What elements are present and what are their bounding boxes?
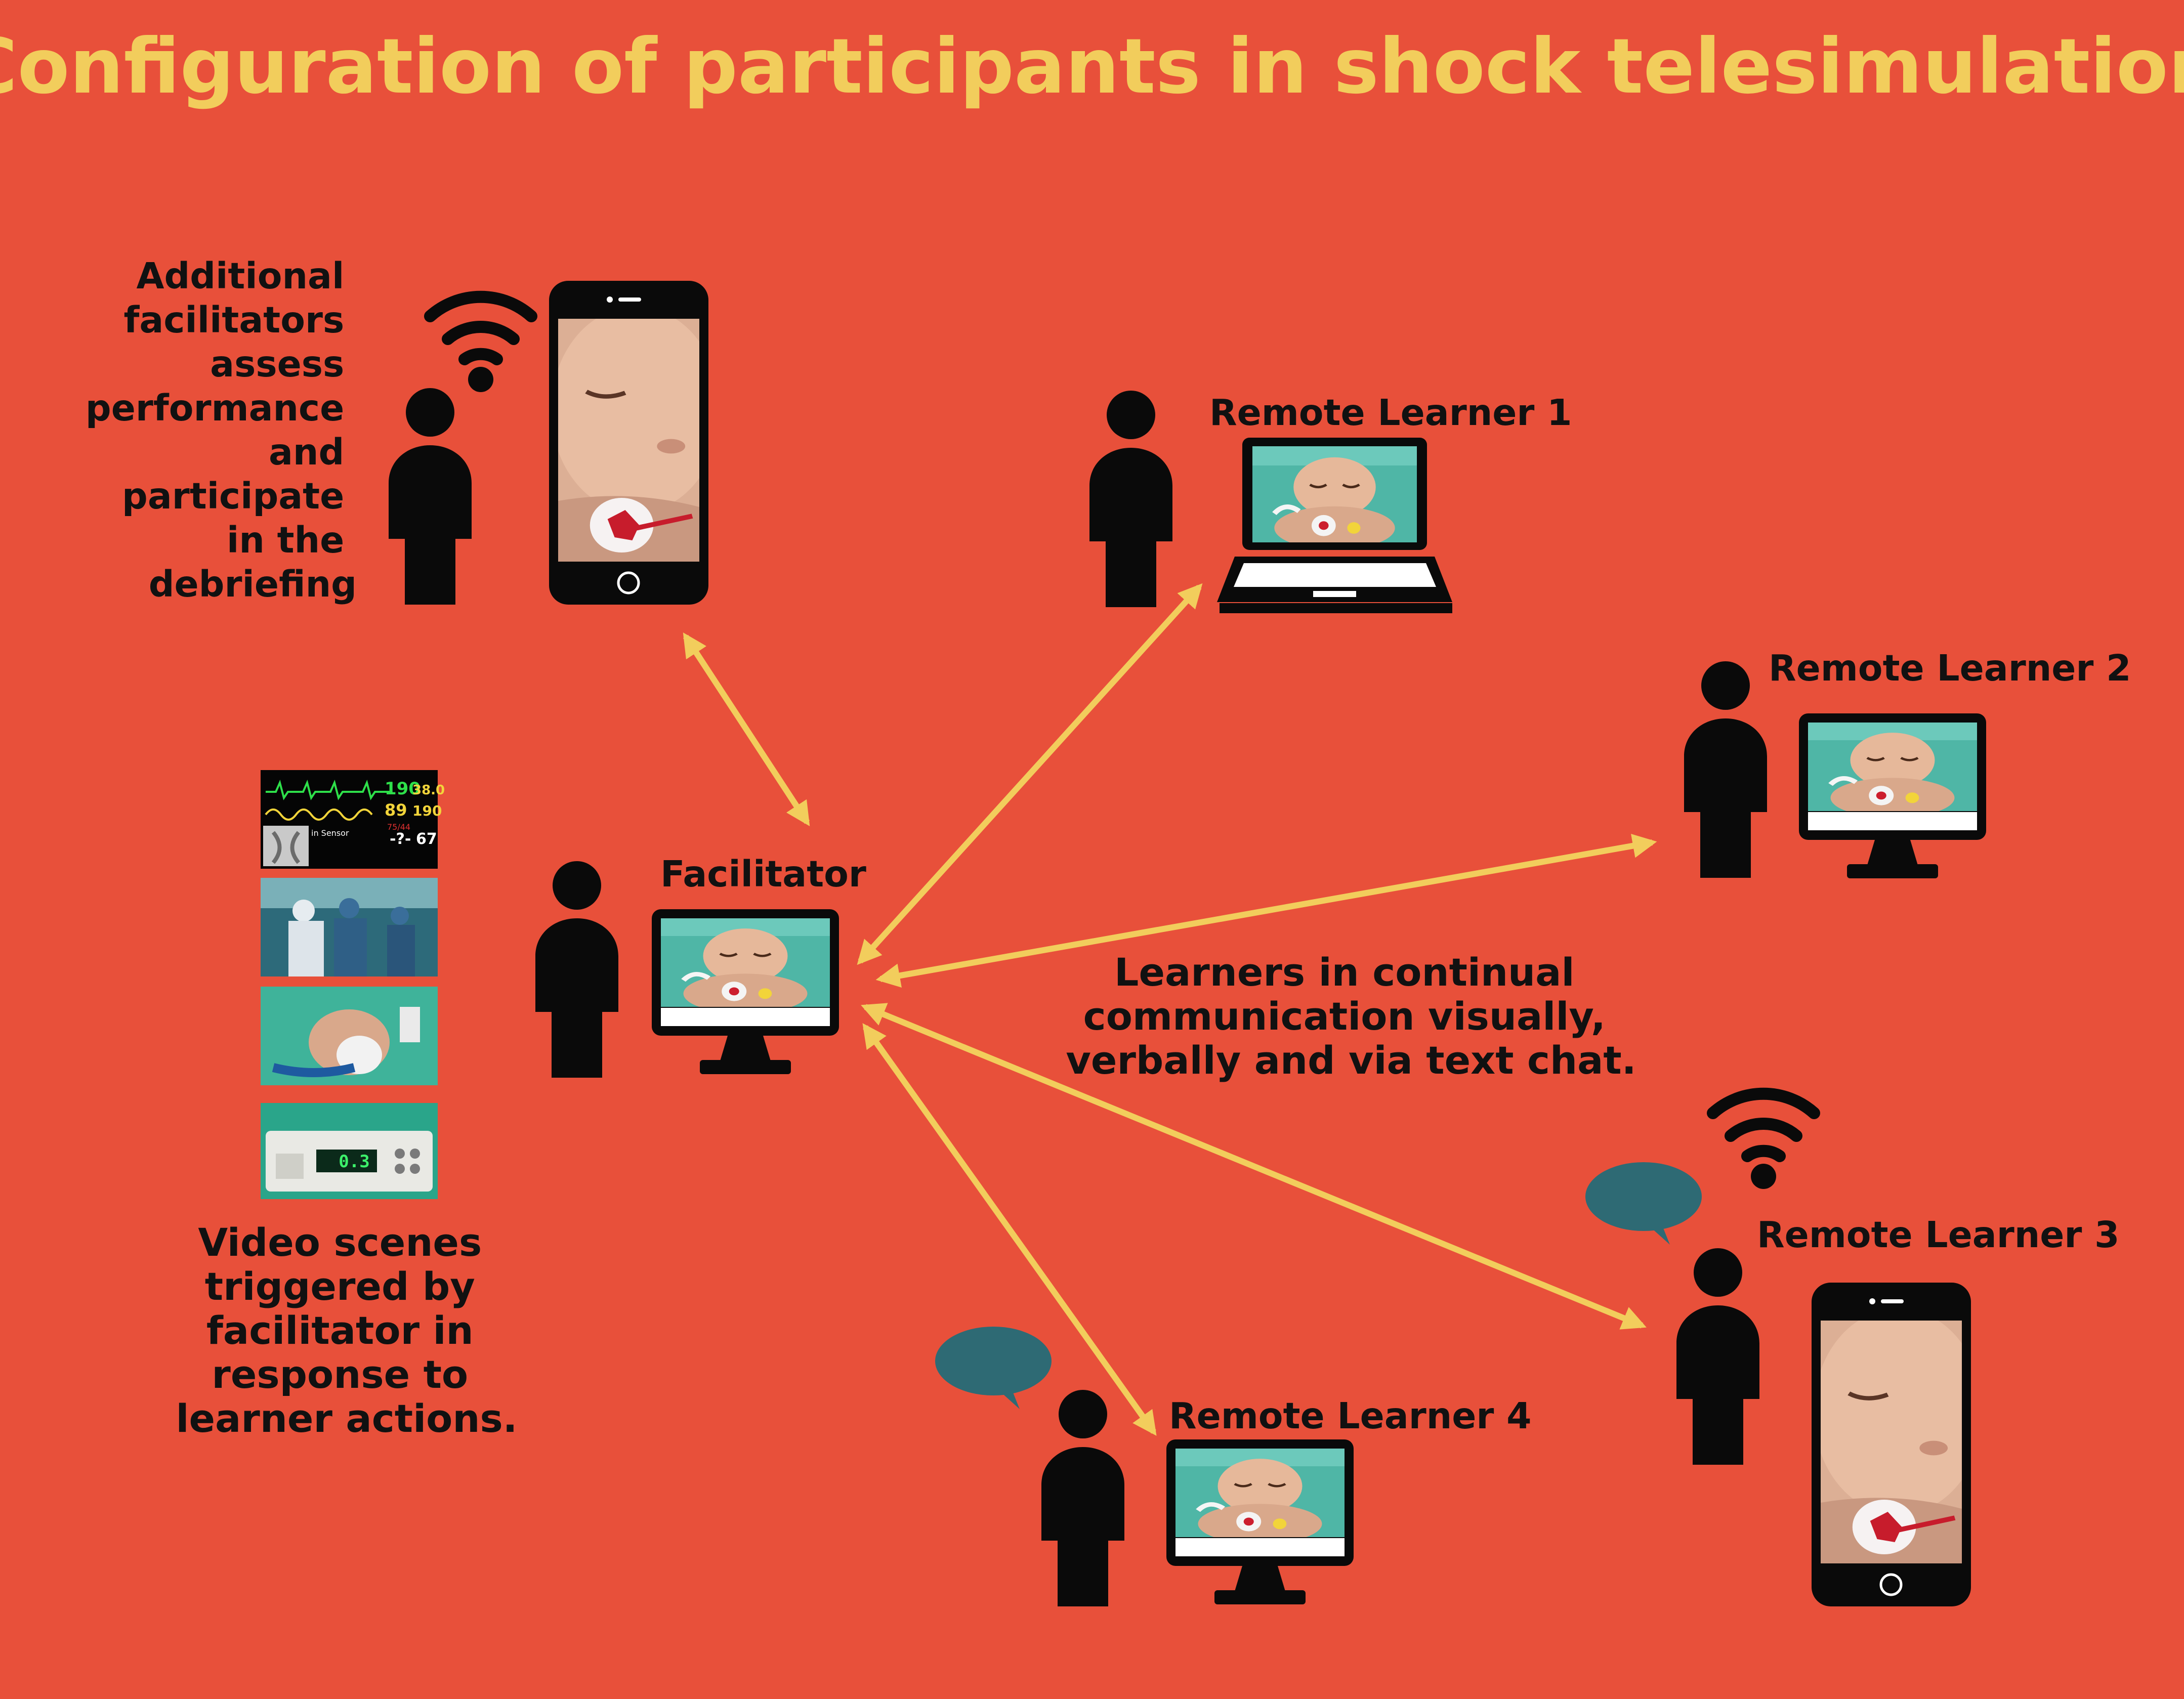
desktop-monitor-icon <box>652 909 839 1074</box>
video-scene-infusion-pump: 0.3 <box>261 1103 438 1199</box>
facilitator-group: Facilitator <box>535 853 866 1078</box>
diagram-title: Configuration of participants in shock t… <box>0 23 2184 111</box>
chat-bubble-icon <box>935 1327 1052 1409</box>
video-scene-thumbnails: 190 38.0 89 190 75/44 in Sensor -?- 67 <box>261 770 445 1199</box>
remote-learner-3-group: Remote Learner 3 <box>1585 1094 2120 1606</box>
arrow-facilitator-additional <box>683 632 810 827</box>
rr-readout: 67 <box>416 830 437 848</box>
connection-arrows <box>683 583 1657 1436</box>
arrow-facilitator-learner-4 <box>862 1023 1157 1436</box>
temp-readout: 38.0 <box>412 783 445 798</box>
pump-readout: 0.3 <box>339 1152 369 1172</box>
video-scenes-note: Video scenes triggered by facilitator in… <box>176 1220 517 1441</box>
smartphone-icon <box>1812 1283 1971 1606</box>
arrow-facilitator-learner-1 <box>857 583 1203 965</box>
person-icon <box>1089 391 1172 607</box>
smartphone-icon <box>549 281 708 605</box>
person-icon <box>389 388 472 605</box>
arrow-facilitator-learner-2 <box>875 834 1657 988</box>
person-icon <box>1684 661 1767 878</box>
wifi-icon <box>430 297 531 392</box>
wifi-icon <box>1713 1094 1814 1189</box>
remote-learner-2-label: Remote Learner 2 <box>1769 647 2131 689</box>
person-icon <box>1041 1390 1124 1606</box>
chat-bubble-icon <box>1585 1162 1702 1245</box>
laptop-icon <box>1217 438 1452 613</box>
additional-facilitators-label: Additional facilitators assess performan… <box>86 255 357 605</box>
remote-learner-4-group: Remote Learner 4 <box>935 1327 1532 1606</box>
video-scene-vital-monitor: 190 38.0 89 190 75/44 in Sensor -?- 67 <box>261 770 445 869</box>
video-scene-icu-staff <box>261 878 438 976</box>
remote-learner-1-group: Remote Learner 1 <box>1089 391 1572 613</box>
spo2-readout: -?- <box>390 830 411 848</box>
bp-right-readout: 190 <box>412 802 442 819</box>
facilitator-label: Facilitator <box>660 853 866 895</box>
person-icon <box>535 861 618 1078</box>
desktop-monitor-icon <box>1799 713 1986 878</box>
sensor-text: in Sensor <box>311 828 349 838</box>
desktop-monitor-icon <box>1166 1439 1354 1604</box>
video-scene-oxygen-mask <box>261 987 438 1085</box>
remote-learner-4-label: Remote Learner 4 <box>1169 1395 1532 1437</box>
additional-facilitators-group: Additional facilitators assess performan… <box>86 255 708 605</box>
communication-note: Learners in continual communication visu… <box>1066 950 1636 1083</box>
bp-small-readout: 75/44 <box>387 822 410 832</box>
remote-learner-2-group: Remote Learner 2 <box>1684 647 2131 878</box>
person-icon <box>1676 1248 1759 1465</box>
remote-learner-1-label: Remote Learner 1 <box>1209 392 1572 434</box>
hr-readout: 190 <box>385 779 421 799</box>
remote-learner-3-label: Remote Learner 3 <box>1757 1214 2120 1256</box>
bp-left-readout: 89 <box>385 800 407 820</box>
